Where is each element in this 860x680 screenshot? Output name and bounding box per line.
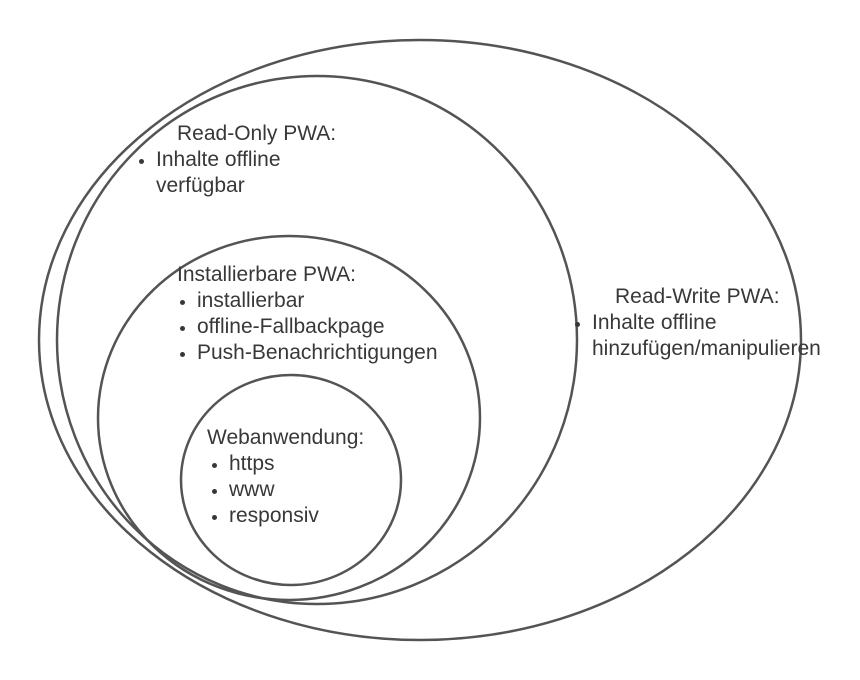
webanwendung-title: Webanwendung:	[207, 426, 365, 449]
read-only-pwa-title: Read-Only PWA:	[177, 122, 337, 145]
label-webanwendung: Webanwendung: https www responsiv	[207, 425, 407, 529]
bullet-item: installierbar	[197, 288, 467, 314]
installierbare-pwa-bullets: installierbar offline-Fallbackpage Push-…	[177, 288, 467, 366]
bullet-item: responsiv	[229, 503, 407, 529]
bullet-item: https	[229, 451, 407, 477]
ellipse-read-write-pwa	[37, 38, 803, 642]
ellipse-webanwendung	[179, 373, 403, 587]
bullet-item: Inhalte offline hinzufügen/manipulieren	[592, 310, 821, 362]
read-only-pwa-bullets: Inhalte offline verfügbar	[140, 147, 315, 199]
bullet-item: offline-Fallbackpage	[197, 314, 467, 340]
bullet-item: www	[229, 477, 407, 503]
ellipse-read-only-pwa	[55, 74, 579, 606]
label-installierbare-pwa: Installierbare PWA: installierbar offlin…	[177, 262, 467, 366]
webanwendung-bullets: https www responsiv	[207, 451, 407, 529]
installierbare-pwa-title: Installierbare PWA:	[177, 263, 356, 286]
ellipse-installierbare-pwa	[96, 234, 482, 602]
bullet-item: Inhalte offline verfügbar	[156, 147, 315, 199]
read-write-pwa-bullets: Inhalte offline hinzufügen/manipulieren	[577, 310, 821, 362]
label-read-write-pwa: Read-Write PWA: Inhalte offline hinzufüg…	[577, 284, 821, 362]
read-write-pwa-title: Read-Write PWA:	[615, 285, 780, 308]
bullet-item: Push-Benachrichtigungen	[197, 340, 467, 366]
label-read-only-pwa: Read-Only PWA: Inhalte offline verfügbar	[140, 121, 337, 199]
